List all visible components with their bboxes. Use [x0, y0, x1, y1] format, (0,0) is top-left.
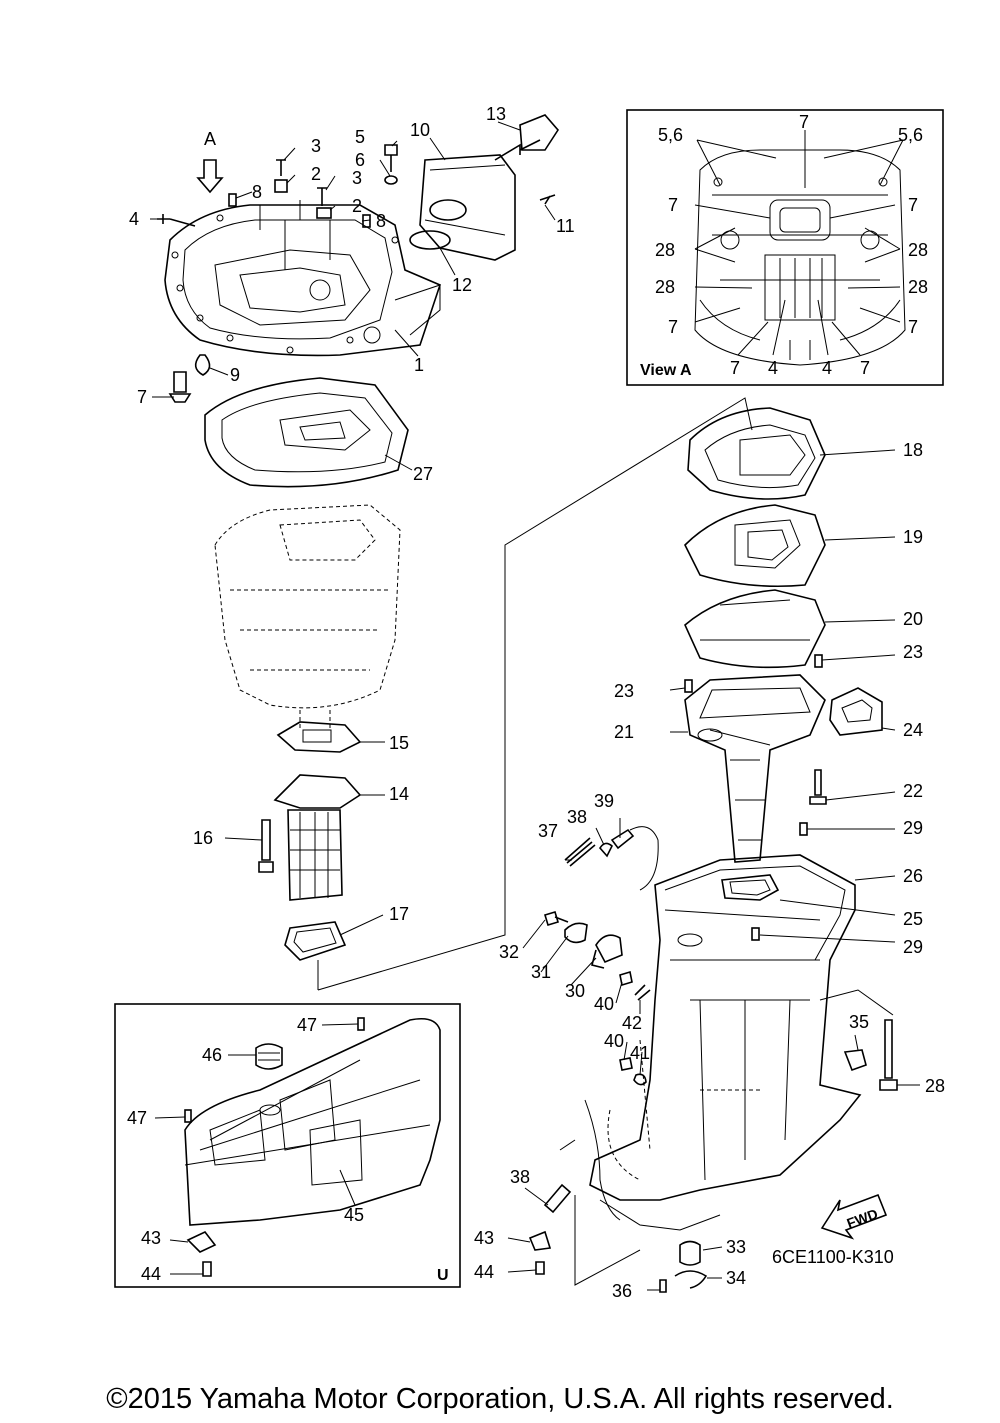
- label-24: 24: [903, 720, 923, 740]
- label-46: 46: [202, 1045, 222, 1065]
- label-18: 18: [903, 440, 923, 460]
- inset-label-28-right-2: 28: [908, 277, 928, 297]
- label-3-b: 3: [352, 168, 362, 188]
- inset-label-7-top: 7: [799, 112, 809, 132]
- label-23-left: 23: [614, 681, 634, 701]
- inset-title: View A: [640, 362, 692, 379]
- label-28: 28: [925, 1076, 945, 1096]
- label-26: 26: [903, 866, 923, 886]
- label-2-b: 2: [352, 196, 362, 216]
- label-25: 25: [903, 909, 923, 929]
- copyright-footer: ©2015 Yamaha Motor Corporation, U.S.A. A…: [106, 1383, 894, 1415]
- exhaust-pipe-assembly: 15 14 16 17: [193, 721, 409, 961]
- label-12: 12: [452, 275, 472, 295]
- label-9: 9: [230, 365, 240, 385]
- exhaust-guide-assembly: A 3 2 3 2 8 8: [129, 127, 441, 407]
- fwd-label: FWD: [845, 1205, 880, 1231]
- fwd-indicator: FWD 6CE1100-K310: [772, 1193, 894, 1267]
- label-10: 10: [410, 120, 430, 140]
- label-16: 16: [193, 828, 213, 848]
- label-30: 30: [565, 981, 585, 1001]
- label-4: 4: [129, 209, 139, 229]
- fwd-arrow-icon: [820, 1193, 888, 1240]
- label-39: 39: [594, 791, 614, 811]
- label-1: 1: [414, 355, 424, 375]
- view-arrow-label: A: [204, 129, 216, 149]
- label-22: 22: [903, 781, 923, 801]
- label-42: 42: [622, 1013, 642, 1033]
- label-38-top: 38: [567, 807, 587, 827]
- label-47-top: 47: [297, 1015, 317, 1035]
- label-14: 14: [389, 784, 409, 804]
- label-8-a: 8: [252, 182, 262, 202]
- inset-label-4-bottom-1: 4: [768, 358, 778, 378]
- label-44-right: 44: [474, 1262, 494, 1282]
- label-20: 20: [903, 609, 923, 629]
- inset-label-5-6-left: 5,6: [658, 125, 683, 145]
- label-38-bottom: 38: [510, 1167, 530, 1187]
- label-40-a: 40: [594, 994, 614, 1014]
- fittings-and-hoses: 37 38 39 32 31 30 40 42 40 41 38 43 44: [474, 791, 659, 1286]
- inset-label-7-left-2: 7: [668, 317, 678, 337]
- variant-box-u: 47 46 47 45 43 44 U: [114, 1003, 461, 1288]
- gasket-27: 27: [204, 377, 433, 488]
- label-15: 15: [389, 733, 409, 753]
- label-32: 32: [499, 942, 519, 962]
- variant-box-label: U: [437, 1267, 449, 1284]
- silencer-assembly: 10 13 11 12: [409, 104, 575, 295]
- label-7: 7: [137, 387, 147, 407]
- label-29-top: 29: [903, 818, 923, 838]
- label-40-b: 40: [604, 1031, 624, 1051]
- label-41: 41: [630, 1043, 650, 1063]
- label-43-right: 43: [474, 1228, 494, 1248]
- label-29-bottom: 29: [903, 937, 923, 957]
- inset-label-7-left-1: 7: [668, 195, 678, 215]
- inset-label-5-6-right: 5,6: [898, 125, 923, 145]
- label-47-left: 47: [127, 1108, 147, 1128]
- inset-label-28-left-1: 28: [655, 240, 675, 260]
- label-13: 13: [486, 104, 506, 124]
- label-27: 27: [413, 464, 433, 484]
- label-8-b: 8: [376, 211, 386, 231]
- view-direction-arrow-icon: [196, 159, 224, 194]
- label-45: 45: [344, 1205, 364, 1225]
- inset-label-7-bottom-2: 7: [860, 358, 870, 378]
- label-17: 17: [389, 904, 409, 924]
- label-34: 34: [726, 1268, 746, 1288]
- label-33: 33: [726, 1237, 746, 1257]
- assembly-guide-lines: [317, 397, 753, 991]
- inset-label-28-left-2: 28: [655, 277, 675, 297]
- diagram-code: 6CE1100-K310: [772, 1247, 894, 1267]
- exhaust-guide-outline: [214, 504, 401, 730]
- label-43-left: 43: [141, 1228, 161, 1248]
- label-11: 11: [556, 216, 575, 236]
- inset-label-28-right-1: 28: [908, 240, 928, 260]
- label-36: 36: [612, 1281, 632, 1301]
- label-21: 21: [614, 722, 634, 742]
- upper-casing: 29 26 25 29 35 28 33 34 36: [589, 818, 945, 1301]
- inset-label-7-right-2: 7: [908, 317, 918, 337]
- label-31: 31: [531, 962, 551, 982]
- upper-casing-gaskets: 18 19 20 23 23 21 24 22: [614, 407, 923, 863]
- inset-label-7-bottom-1: 7: [730, 358, 740, 378]
- label-37: 37: [538, 821, 558, 841]
- inset-label-4-bottom-2: 4: [822, 358, 832, 378]
- label-44-left: 44: [141, 1264, 161, 1284]
- label-3-a: 3: [311, 136, 321, 156]
- label-35: 35: [849, 1012, 869, 1032]
- label-2-a: 2: [311, 164, 321, 184]
- label-5: 5: [355, 127, 365, 147]
- label-6: 6: [355, 150, 365, 170]
- inset-label-7-right-1: 7: [908, 195, 918, 215]
- view-a-inset: 5,6 5,6 7 7 7 28 28 28 28 7 7 7 4 4 7 Vi…: [626, 109, 944, 386]
- label-19: 19: [903, 527, 923, 547]
- label-23-right: 23: [903, 642, 923, 662]
